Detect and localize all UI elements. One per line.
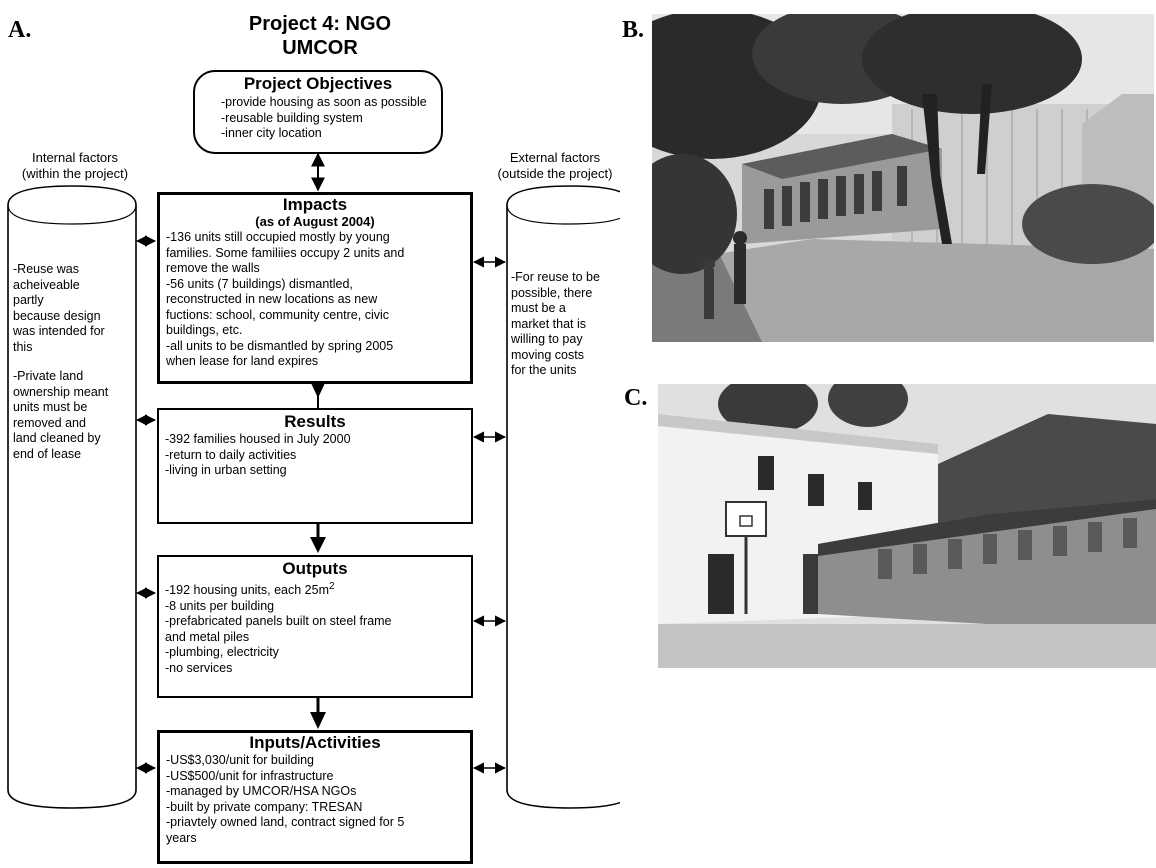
list-item: -inner city location [221,126,322,140]
results-list: -392 families housed in July 2000 -retur… [159,431,471,479]
external-factors-text: -For reuse to be possible, there must be… [511,270,631,393]
list-item: -managed by UMCOR/HSA NGOs [166,784,357,798]
list-item: remove the walls [166,261,260,275]
internal-factors-cylinder [7,185,137,809]
list-item: -56 units (7 buildings) dismantled, [166,276,353,291]
list-item: -living in urban setting [165,463,287,477]
list-item: and metal piles [165,629,250,644]
internal-factors-label: Internal factors (within the project) [0,150,150,182]
impacts-box: Impacts (as of August 2004) -136 units s… [157,192,473,384]
internal-label-line-2: (within the project) [21,166,129,181]
external-factors-cylinder [506,185,620,809]
external-paragraph-1: -For reuse to be possible, there must be… [511,270,600,377]
list-item: -US$500/unit for infrastructure [166,768,334,783]
list-item: -192 housing units, each 25m2 [165,581,335,598]
list-item: -priavtely owned land, contract signed f… [166,815,405,829]
list-item: when lease for land expires [166,354,319,368]
inputs-activities-box: Inputs/Activities -US$3,030/unit for bui… [157,730,473,864]
inputs-heading: Inputs/Activities [249,733,381,752]
photo-c-relocated-building [658,384,1156,668]
list-item: -plumbing, electricity [165,645,279,660]
internal-label-line-1: Internal factors [32,150,118,165]
results-heading: Results [284,412,346,431]
list-item: reconstructed in new locations as new [166,292,378,306]
list-item: -136 units still occupied mostly by youn… [166,230,390,244]
inputs-list: -US$3,030/unit for building -US$500/unit… [160,752,470,846]
external-label-line-2: (outside the project) [497,166,613,181]
list-item: -8 units per building [165,598,275,613]
diagram-title: Project 4: NGO UMCOR [200,12,440,60]
panel-label-b: B. [622,17,645,43]
diagram-connectors [7,152,620,809]
project-objectives-box: Project Objectives -provide housing as s… [193,70,443,154]
list-item: years [166,830,197,845]
objectives-list: -provide housing as soon as possible -re… [195,94,441,142]
title-line-2: UMCOR [282,37,358,59]
list-item: -392 families housed in July 2000 [165,432,351,446]
objectives-heading: Project Objectives [243,74,393,93]
arrow-outputs-to-results [310,537,326,553]
list-item: -US$3,030/unit for building [166,753,315,767]
outputs-heading: Outputs [282,559,348,578]
impacts-list: -136 units still occupied mostly by youn… [160,229,470,370]
list-item: -reusable building system [221,110,363,125]
arrow-inputs-to-outputs [310,712,326,729]
photo-b-housing-street [652,14,1154,342]
impacts-heading: Impacts [282,195,348,214]
list-item: -no services [165,660,233,675]
panel-label-a: A. [8,17,32,43]
title-line-1: Project 4: NGO [248,13,392,35]
list-item: -built by private company: TRESAN [166,799,363,814]
impacts-subheading: (as of August 2004) [255,214,375,229]
list-item: -provide housing as soon as possible [221,95,427,109]
list-item: -all units to be dismantled by spring 20… [166,338,394,353]
panel-label-c: C. [624,385,648,411]
list-item: fuctions: school, community centre, civi… [166,307,389,322]
list-item: families. Some familiies occupy 2 units … [166,245,405,260]
external-factors-label: External factors (outside the project) [488,150,622,182]
outputs-box: Outputs -192 housing units, each 25m2 -8… [157,555,473,698]
list-item: -prefabricated panels built on steel fra… [165,614,392,629]
internal-factors-text: -Reuse was acheiveable partly because de… [13,262,135,476]
outputs-list: -192 housing units, each 25m2 -8 units p… [159,578,471,676]
results-box: Results -392 families housed in July 200… [157,408,473,524]
list-item: buildings, etc. [166,323,243,337]
internal-paragraph-2: -Private land ownership meant units must… [13,369,109,461]
external-label-line-1: External factors [509,150,601,165]
list-item: -return to daily activities [165,447,297,462]
internal-paragraph-1: -Reuse was acheiveable partly because de… [13,262,105,354]
